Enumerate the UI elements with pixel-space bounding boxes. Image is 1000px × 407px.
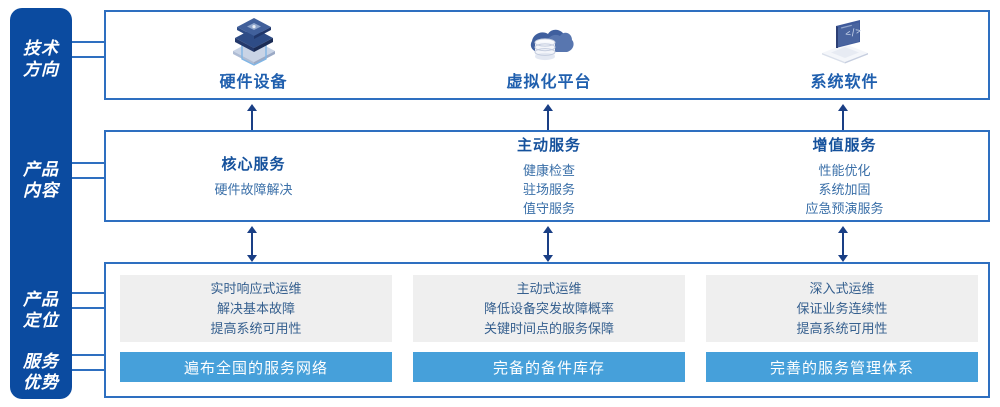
service-advantage-card-management[interactable]: 完善的服务管理体系 bbox=[706, 352, 978, 382]
sidebar-item-label-line1: 技术 bbox=[23, 39, 59, 58]
connector-line-advantage-2 bbox=[72, 369, 106, 371]
connector-line-position-2 bbox=[72, 307, 106, 309]
sidebar-item-label-line1: 产品 bbox=[23, 290, 59, 309]
connector-line-content-2 bbox=[72, 177, 106, 179]
product-content-line: 值守服务 bbox=[522, 201, 575, 216]
product-position-card-deep[interactable]: 深入式运维 保证业务连续性 提高系统可用性 bbox=[706, 275, 978, 342]
sidebar-item-label-line2: 方向 bbox=[23, 60, 59, 79]
sidebar-item-label-line1: 服务 bbox=[23, 352, 59, 371]
service-advantage-card-inventory[interactable]: 完备的备件库存 bbox=[413, 352, 685, 382]
product-content-panel: 核心服务 硬件故障解决 主动服务 健康检查 驻场服务 值守服务 增值服务 性能优… bbox=[104, 130, 990, 222]
arrow-double-proactive bbox=[541, 226, 555, 262]
product-position-line: 主动式运维 bbox=[516, 280, 582, 296]
product-position-line: 提高系统可用性 bbox=[210, 320, 302, 336]
connector-line-content-1 bbox=[72, 162, 106, 164]
product-position-panel: 实时响应式运维 解决基本故障 提高系统可用性 主动式运维 降低设备突发故障概率 … bbox=[104, 262, 990, 398]
service-advantage-label: 遍布全国的服务网络 bbox=[183, 359, 328, 377]
sidebar-item-label-line2: 优势 bbox=[23, 373, 59, 392]
tech-direction-label: 系统软件 bbox=[810, 74, 879, 91]
product-content-line: 系统加固 bbox=[818, 182, 871, 197]
server-stack-icon bbox=[225, 18, 283, 66]
connector-line-tech-2 bbox=[72, 56, 106, 58]
sidebar-item-product-position: 产品 定位 bbox=[10, 289, 72, 331]
product-content-line: 应急预演服务 bbox=[805, 201, 884, 216]
tech-direction-panel: 硬件设备 虚拟化平台 bbox=[104, 10, 990, 100]
service-advantage-label: 完备的备件库存 bbox=[492, 359, 605, 377]
connector-line-advantage-1 bbox=[72, 354, 106, 356]
product-content-line: 硬件故障解决 bbox=[214, 182, 293, 197]
sidebar-item-label-line1: 产品 bbox=[23, 160, 59, 179]
product-content-line: 驻场服务 bbox=[522, 182, 575, 197]
product-position-line: 解决基本故障 bbox=[216, 300, 295, 316]
product-content-title: 主动服务 bbox=[516, 137, 581, 154]
product-content-title: 增值服务 bbox=[812, 137, 877, 154]
arrow-double-value-added bbox=[836, 226, 850, 262]
connector-line-position-1 bbox=[72, 292, 106, 294]
tech-direction-label: 虚拟化平台 bbox=[506, 74, 592, 91]
product-content-line: 性能优化 bbox=[818, 163, 871, 178]
cloud-database-icon bbox=[520, 18, 578, 66]
tech-direction-item-virtualization[interactable]: 虚拟化平台 bbox=[401, 12, 697, 98]
arrow-up-system-software bbox=[836, 104, 850, 130]
svg-text:</>: </> bbox=[844, 26, 863, 40]
laptop-code-icon: </> bbox=[816, 18, 874, 66]
sidebar-item-product-content: 产品 内容 bbox=[10, 159, 72, 201]
service-advantage-label: 完善的服务管理体系 bbox=[769, 359, 914, 377]
product-content-item-core[interactable]: 核心服务 硬件故障解决 bbox=[106, 132, 401, 220]
product-position-line: 提高系统可用性 bbox=[796, 320, 888, 336]
product-position-line: 保证业务连续性 bbox=[796, 300, 888, 316]
product-content-item-proactive[interactable]: 主动服务 健康检查 驻场服务 值守服务 bbox=[401, 132, 697, 220]
product-content-item-value-added[interactable]: 增值服务 性能优化 系统加固 应急预演服务 bbox=[697, 132, 992, 220]
product-position-line: 实时响应式运维 bbox=[210, 280, 302, 296]
product-position-card-realtime[interactable]: 实时响应式运维 解决基本故障 提高系统可用性 bbox=[120, 275, 392, 342]
product-position-line: 关键时间点的服务保障 bbox=[483, 320, 614, 336]
category-sidebar: 技术 方向 产品 内容 产品 定位 服务 优势 bbox=[10, 8, 72, 399]
sidebar-item-label-line2: 内容 bbox=[23, 181, 59, 200]
arrow-double-core bbox=[245, 226, 259, 262]
product-content-title: 核心服务 bbox=[221, 156, 286, 173]
sidebar-item-label-line2: 定位 bbox=[23, 311, 59, 330]
tech-direction-item-hardware[interactable]: 硬件设备 bbox=[106, 12, 401, 98]
tech-direction-label: 硬件设备 bbox=[219, 74, 288, 91]
sidebar-item-tech-direction: 技术 方向 bbox=[10, 38, 72, 80]
tech-direction-item-system-software[interactable]: </> 系统软件 bbox=[697, 12, 992, 98]
product-position-line: 深入式运维 bbox=[809, 280, 875, 296]
arrow-up-virtualization bbox=[541, 104, 555, 130]
connector-line-tech-1 bbox=[72, 41, 106, 43]
product-content-line: 健康检查 bbox=[522, 163, 575, 178]
product-position-card-proactive[interactable]: 主动式运维 降低设备突发故障概率 关键时间点的服务保障 bbox=[413, 275, 685, 342]
arrow-up-hardware bbox=[245, 104, 259, 130]
sidebar-item-service-advantage: 服务 优势 bbox=[10, 351, 72, 393]
service-advantage-card-network[interactable]: 遍布全国的服务网络 bbox=[120, 352, 392, 382]
product-position-line: 降低设备突发故障概率 bbox=[483, 300, 614, 316]
